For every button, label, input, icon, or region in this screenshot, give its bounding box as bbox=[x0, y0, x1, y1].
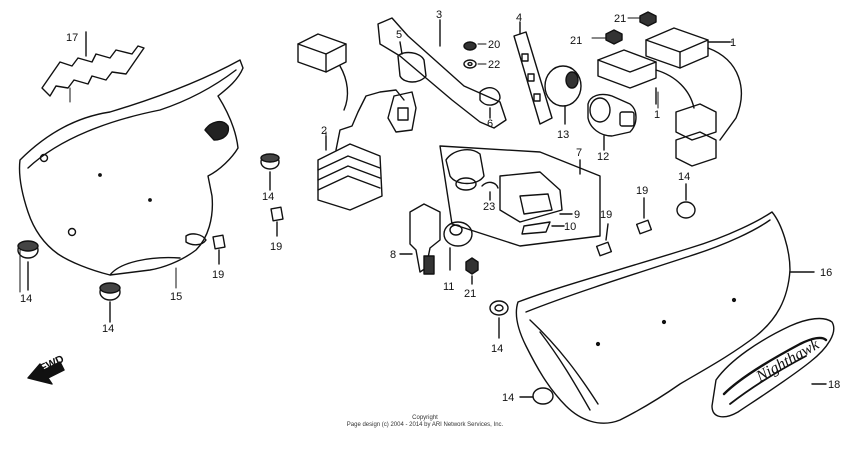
grommet-14-bottom bbox=[519, 387, 554, 405]
copyright-title: Copyright bbox=[412, 415, 438, 421]
callout-19-c: 19 bbox=[600, 209, 612, 221]
callout-14-mid: 14 bbox=[262, 191, 274, 203]
part-11-buzzer bbox=[443, 221, 473, 271]
part-20-nut bbox=[463, 41, 477, 51]
callout-15: 15 bbox=[170, 291, 182, 303]
part-21-nut-top bbox=[639, 11, 657, 27]
callout-21-lower: 21 bbox=[464, 288, 476, 300]
part-21-nut-lower bbox=[465, 257, 479, 285]
callout-11: 11 bbox=[443, 281, 454, 293]
callout-20: 20 bbox=[488, 39, 500, 51]
callout-14-bottom: 14 bbox=[502, 392, 514, 404]
grommet-14-right bbox=[676, 183, 696, 219]
callout-5: 5 bbox=[396, 29, 402, 41]
callout-6: 6 bbox=[487, 118, 493, 130]
right-side-cover bbox=[515, 211, 815, 424]
callout-14-cover: 14 bbox=[491, 343, 503, 355]
callout-21-second: 21 bbox=[570, 35, 582, 47]
part-22-washer bbox=[463, 59, 477, 69]
part-12-condenser bbox=[587, 93, 637, 151]
part-2-regulator bbox=[317, 89, 417, 211]
callout-17: 17 bbox=[66, 32, 78, 44]
clip-19-d bbox=[635, 197, 653, 235]
callout-19-b: 19 bbox=[212, 269, 224, 281]
callout-23: 23 bbox=[483, 201, 495, 213]
callout-16: 16 bbox=[820, 267, 832, 279]
callout-19-d: 19 bbox=[636, 185, 648, 197]
grommet-14-mid bbox=[260, 153, 280, 191]
leader-lines bbox=[19, 17, 733, 293]
part-18-emblem: Nighthawk bbox=[711, 317, 835, 418]
clip-19-b bbox=[212, 234, 226, 265]
copyright-notice: Page design (c) 2004 - 2014 by ARI Netwo… bbox=[346, 422, 504, 428]
clip-19-a bbox=[270, 206, 284, 237]
part-13-capacitor bbox=[544, 65, 582, 125]
clip-19-c bbox=[595, 223, 613, 257]
left-side-cover bbox=[18, 59, 244, 276]
callout-1-lower: 1 bbox=[654, 109, 660, 121]
part-1-connector-lower bbox=[597, 49, 695, 109]
grommet-14-lower bbox=[99, 282, 121, 323]
callout-14-right: 14 bbox=[678, 171, 690, 183]
part-7-relay-assembly bbox=[439, 145, 601, 247]
callout-12: 12 bbox=[597, 151, 609, 163]
callout-9: 9 bbox=[574, 209, 580, 221]
callout-4: 4 bbox=[516, 12, 522, 24]
callout-22: 22 bbox=[488, 59, 500, 71]
callout-14-lower: 14 bbox=[102, 323, 114, 335]
connector-top bbox=[297, 33, 349, 111]
part-8-bracket bbox=[399, 203, 441, 275]
part-3-bracket bbox=[377, 17, 507, 129]
callout-7: 7 bbox=[576, 147, 582, 159]
part-4-strip bbox=[513, 21, 553, 125]
callout-1-upper: 1 bbox=[730, 37, 736, 49]
part-21-nut-second bbox=[605, 29, 623, 45]
connector-right bbox=[675, 103, 717, 167]
callout-19-a: 19 bbox=[270, 241, 282, 253]
fwd-arrow-icon bbox=[27, 361, 65, 385]
grommet-14-cover bbox=[489, 300, 509, 339]
callout-14-left: 14 bbox=[20, 293, 32, 305]
part-17-bracket bbox=[41, 31, 145, 97]
callout-8: 8 bbox=[390, 249, 396, 261]
callout-18: 18 bbox=[828, 379, 840, 391]
part-5-relay bbox=[397, 41, 427, 83]
callout-2: 2 bbox=[321, 125, 327, 137]
part-6-cap bbox=[479, 87, 501, 119]
callout-21-top: 21 bbox=[614, 13, 626, 25]
part-1-connector-upper bbox=[645, 27, 742, 141]
callout-10: 10 bbox=[564, 221, 576, 233]
callout-13: 13 bbox=[557, 129, 569, 141]
callout-3: 3 bbox=[436, 9, 442, 21]
grommet-14-left bbox=[17, 240, 39, 291]
